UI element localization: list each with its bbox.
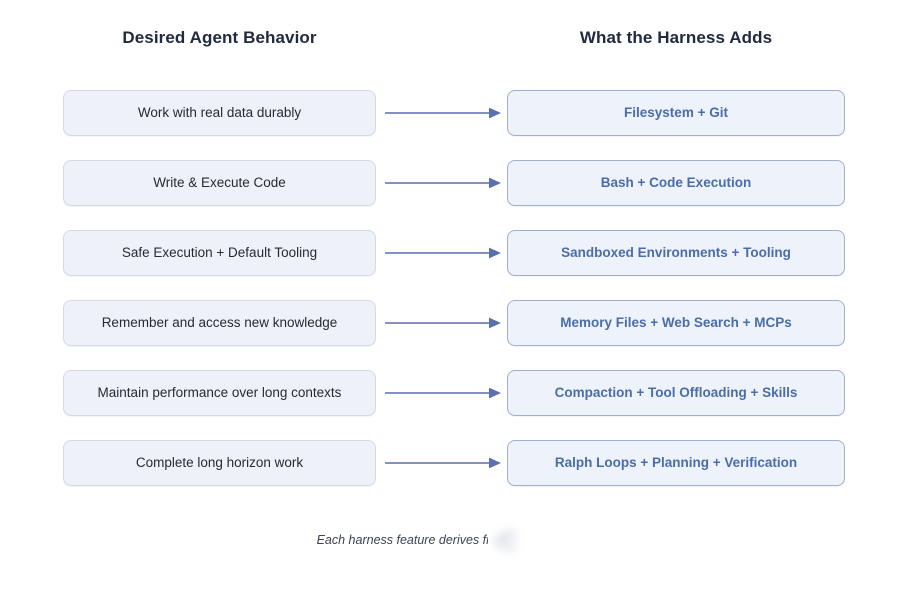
column-headers: Desired Agent Behavior What the Harness … — [0, 28, 900, 58]
mapping-row: Work with real data durably Filesystem + … — [0, 90, 900, 136]
arrow-right-icon — [385, 105, 505, 121]
arrow-right-icon — [385, 175, 505, 191]
mapping-row: Safe Execution + Default Tooling Sandboxe… — [0, 230, 900, 276]
column-header-desired-agent-behavior: Desired Agent Behavior — [122, 28, 317, 47]
column-header-what-the-harness-adds: What the Harness Adds — [579, 28, 773, 47]
mapping-row: Maintain performance over long contexts C… — [0, 370, 900, 416]
behavior-box[interactable]: Complete long horizon work — [63, 440, 376, 486]
harness-box[interactable]: Sandboxed Environments + Tooling — [507, 230, 845, 276]
harness-box[interactable]: Filesystem + Git — [507, 90, 845, 136]
mapping-row: Complete long horizon work Ralph Loops + … — [0, 440, 900, 486]
behavior-box[interactable]: Write & Execute Code — [63, 160, 376, 206]
diagram-caption: Each harness feature derives from a beha… — [0, 533, 900, 547]
harness-box[interactable]: Ralph Loops + Planning + Verification — [507, 440, 845, 486]
arrow-right-icon — [385, 315, 505, 331]
arrow-right-icon — [385, 455, 505, 471]
behavior-box[interactable]: Maintain performance over long contexts — [63, 370, 376, 416]
harness-box[interactable]: Bash + Code Execution — [507, 160, 845, 206]
mapping-row: Write & Execute Code Bash + Code Executio… — [0, 160, 900, 206]
diagram-caption-text: Each harness feature derives from a beha… — [316, 533, 584, 547]
behavior-box[interactable]: Work with real data durably — [63, 90, 376, 136]
arrow-right-icon — [385, 385, 505, 401]
harness-box[interactable]: Compaction + Tool Offloading + Skills — [507, 370, 845, 416]
cursor-smudge-overlay — [488, 512, 638, 600]
arrow-right-icon — [385, 245, 505, 261]
behavior-box[interactable]: Safe Execution + Default Tooling — [63, 230, 376, 276]
behavior-box[interactable]: Remember and access new knowledge — [63, 300, 376, 346]
white-veil — [516, 512, 638, 600]
mapping-rows: Work with real data durably Filesystem + … — [0, 90, 900, 510]
harness-box[interactable]: Memory Files + Web Search + MCPs — [507, 300, 845, 346]
mapping-row: Remember and access new knowledge Memory … — [0, 300, 900, 346]
